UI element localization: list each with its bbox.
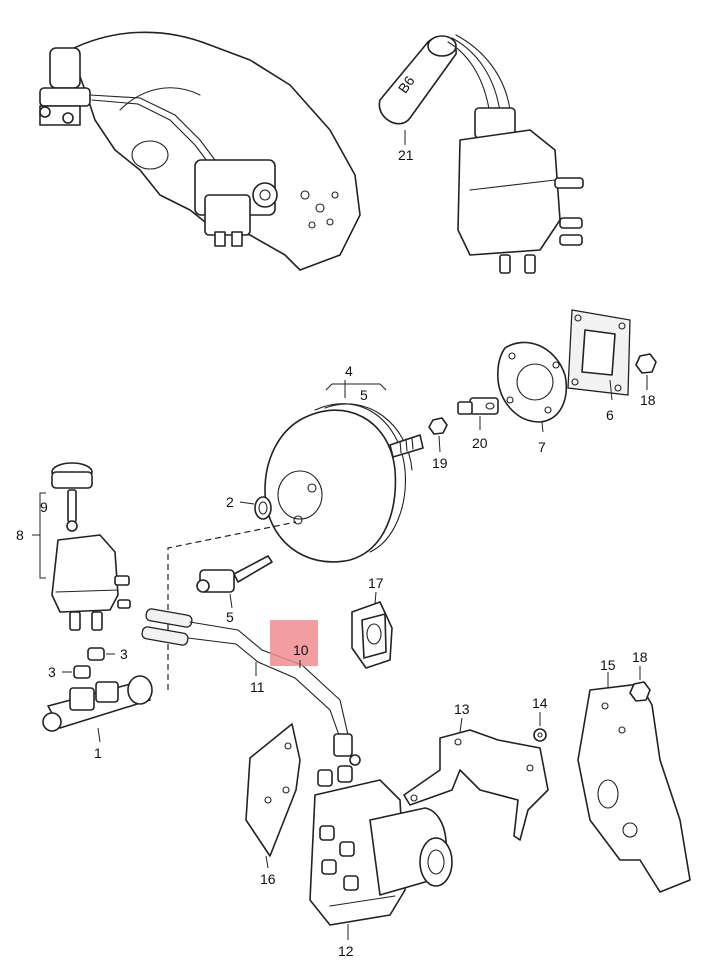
hydraulic-reservoir [447,34,584,274]
part-20-clevis: 20 [457,397,499,451]
label-15: 15 [600,657,616,673]
label-14: 14 [532,695,548,711]
part-2-seal-ring: 2 [226,494,272,520]
label-7: 7 [538,439,546,455]
part-10-brake-pipe[interactable]: 10 [270,620,318,668]
part-3-grommets: 3 3 [48,646,128,680]
part-8-reservoir: 8 [16,492,131,631]
part-18-nut-lower: 18 [629,649,651,702]
label-4: 4 [345,363,353,379]
label-17: 17 [368,575,384,591]
label-19: 19 [432,455,448,471]
part-9-reservoir-cap: 9 [40,462,93,532]
part-5-sensor: 5 [196,555,273,625]
part-1-master-cylinder: 1 [42,675,153,761]
label-12: 12 [338,943,354,959]
label-5-lower: 5 [226,609,234,625]
part-16-heat-shield: 16 [245,723,301,887]
label-21: 21 [398,147,414,163]
part-4-brake-booster: 4 5 [264,363,424,563]
label-5-upper: 5 [360,387,368,403]
label-18-upper: 18 [640,392,656,408]
label-20: 20 [472,435,488,451]
label-1: 1 [94,745,102,761]
label-8: 8 [16,527,24,543]
highlight-box-10[interactable] [270,620,318,666]
label-2: 2 [226,494,234,510]
label-10: 10 [293,642,309,658]
label-3-right: 3 [120,646,128,662]
part-11-brake-pipe: 11 [141,608,361,766]
part-19-nut: 19 [428,417,448,471]
part-17-bracket: 17 [351,575,393,669]
bulkhead-assembly [39,31,361,271]
label-3-left: 3 [48,664,56,680]
label-9: 9 [40,499,48,515]
part-18-nut-upper: 18 [635,353,657,408]
label-18-lower: 18 [632,649,648,665]
part-13-bracket: 13 [403,701,549,841]
part-7-gasket: 7 [497,341,567,455]
part-21-accumulator: B6 21 [378,35,457,163]
label-6: 6 [606,407,614,423]
label-13: 13 [454,701,470,717]
part-6-gasket: 6 [567,309,631,423]
label-11: 11 [250,679,265,695]
label-16: 16 [260,871,276,887]
routing-dashed-line [167,521,297,690]
part-14-washer: 14 [532,695,548,742]
part-15-bracket-plate: 15 [577,657,691,893]
part-12-hydraulic-unit: 12 [309,765,453,959]
